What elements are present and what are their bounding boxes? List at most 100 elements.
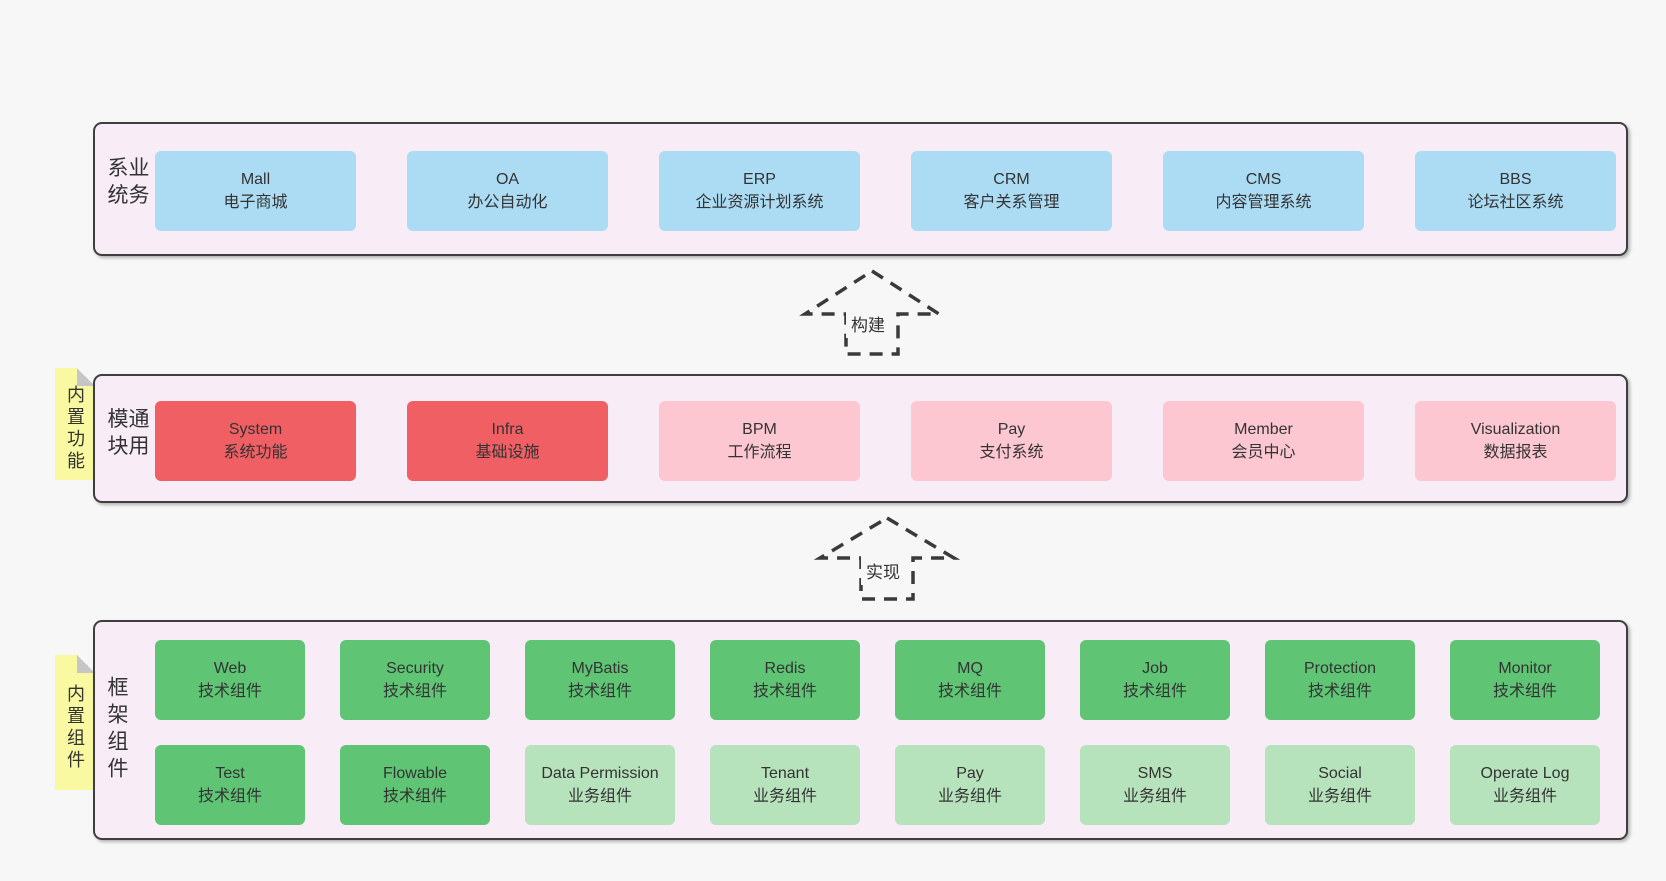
box-subtitle: 技术组件 xyxy=(197,788,262,805)
box-title: ERP xyxy=(743,171,776,188)
box-subtitle: 技术组件 xyxy=(1307,683,1372,700)
box-title: CRM xyxy=(993,171,1030,188)
diagram-box: Pay 业务组件 xyxy=(895,745,1045,825)
diagram-box: Infra 基础设施 xyxy=(407,401,608,481)
panel-label: 业务系统 xyxy=(105,156,149,211)
box-row: System 系统功能 Infra 基础设施 BPM 工作流程 Pay 支付系统… xyxy=(155,401,1616,481)
diagram-box: Pay 支付系统 xyxy=(911,401,1112,481)
box-title: Redis xyxy=(764,660,806,677)
build-arrow-icon xyxy=(799,268,945,356)
box-subtitle: 业务组件 xyxy=(1492,788,1557,805)
diagram-box: Security 技术组件 xyxy=(340,640,490,720)
box-subtitle: 系统功能 xyxy=(223,444,288,461)
box-subtitle: 技术组件 xyxy=(937,683,1002,700)
box-title: Social xyxy=(1318,765,1362,782)
diagram-box: Redis 技术组件 xyxy=(710,640,860,720)
box-title: Flowable xyxy=(382,765,448,782)
box-title: Data Permission xyxy=(541,765,659,782)
diagram-box: CRM 客户关系管理 xyxy=(911,151,1112,231)
box-subtitle: 基础设施 xyxy=(475,444,540,461)
diagram-box: MyBatis 技术组件 xyxy=(525,640,675,720)
box-subtitle: 论坛社区系统 xyxy=(1467,194,1564,211)
box-title: Member xyxy=(1234,421,1293,438)
diagram-box: Protection 技术组件 xyxy=(1265,640,1415,720)
box-row: Web 技术组件 Security 技术组件 MyBatis 技术组件 Redi… xyxy=(155,640,1600,720)
box-subtitle: 内容管理系统 xyxy=(1215,194,1312,211)
box-subtitle: 支付系统 xyxy=(979,444,1044,461)
diagram-box: SMS 业务组件 xyxy=(1080,745,1230,825)
implement-arrow-label: 实现 xyxy=(861,556,905,585)
box-subtitle: 电子商城 xyxy=(223,194,288,211)
business-systems-panel: 业务系统 Mall 电子商城 OA 办公自动化 ERP 企业资源计划系统 CRM… xyxy=(93,122,1628,256)
implement-arrow-icon xyxy=(813,515,961,601)
sticky-note-builtin-components: 内置组件 xyxy=(55,655,95,790)
diagram-box: ERP 企业资源计划系统 xyxy=(659,151,860,231)
box-row: Mall 电子商城 OA 办公自动化 ERP 企业资源计划系统 CRM 客户关系… xyxy=(155,151,1616,231)
box-row: Test 技术组件 Flowable 技术组件 Data Permission … xyxy=(155,745,1600,825)
sticky-note-builtin-features: 内置功能 xyxy=(55,368,95,480)
note-label: 内置组件 xyxy=(65,683,85,772)
box-title: Protection xyxy=(1303,660,1377,677)
box-title: CMS xyxy=(1245,171,1282,188)
box-subtitle: 数据报表 xyxy=(1483,444,1548,461)
box-title: Pay xyxy=(997,421,1026,438)
framework-components-panel: 框架组件 Web 技术组件 Security 技术组件 MyBatis 技术组件… xyxy=(93,620,1628,840)
box-title: BBS xyxy=(1499,171,1532,188)
diagram-box: Tenant 业务组件 xyxy=(710,745,860,825)
diagram-box: Flowable 技术组件 xyxy=(340,745,490,825)
folded-corner-icon xyxy=(77,655,95,673)
folded-corner-icon xyxy=(77,368,95,386)
diagram-box: Monitor 技术组件 xyxy=(1450,640,1600,720)
box-title: Pay xyxy=(956,765,984,782)
box-title: BPM xyxy=(742,421,777,438)
box-title: Test xyxy=(215,765,245,782)
box-title: SMS xyxy=(1137,765,1173,782)
build-arrow-label: 构建 xyxy=(846,309,890,338)
box-subtitle: 业务组件 xyxy=(752,788,817,805)
box-subtitle: 业务组件 xyxy=(1122,788,1187,805)
box-subtitle: 技术组件 xyxy=(1492,683,1557,700)
box-subtitle: 企业资源计划系统 xyxy=(695,194,824,211)
diagram-box: Operate Log 业务组件 xyxy=(1450,745,1600,825)
diagram-box: Social 业务组件 xyxy=(1265,745,1415,825)
panel-label: 通用模块 xyxy=(105,407,149,462)
diagram-box: Job 技术组件 xyxy=(1080,640,1230,720)
diagram-box: CMS 内容管理系统 xyxy=(1163,151,1364,231)
box-subtitle: 业务组件 xyxy=(1307,788,1372,805)
box-title: OA xyxy=(495,171,520,188)
box-title: MyBatis xyxy=(571,660,629,677)
diagram-box: MQ 技术组件 xyxy=(895,640,1045,720)
diagram-box: Visualization 数据报表 xyxy=(1415,401,1616,481)
box-title: Mall xyxy=(240,171,271,188)
diagram-box: Data Permission 业务组件 xyxy=(525,745,675,825)
diagram-box: Test 技术组件 xyxy=(155,745,305,825)
diagram-box: BBS 论坛社区系统 xyxy=(1415,151,1616,231)
box-subtitle: 技术组件 xyxy=(1122,683,1187,700)
box-subtitle: 工作流程 xyxy=(727,444,792,461)
box-title: Infra xyxy=(491,421,524,438)
panel-label: 框架组件 xyxy=(105,676,128,784)
diagram-box: Mall 电子商城 xyxy=(155,151,356,231)
diagram-box: Member 会员中心 xyxy=(1163,401,1364,481)
box-title: Security xyxy=(386,660,444,677)
box-title: Web xyxy=(213,660,247,677)
box-subtitle: 客户关系管理 xyxy=(963,194,1060,211)
diagram-box: System 系统功能 xyxy=(155,401,356,481)
box-title: Operate Log xyxy=(1480,765,1570,782)
box-subtitle: 业务组件 xyxy=(937,788,1002,805)
box-subtitle: 办公自动化 xyxy=(467,194,548,211)
box-title: Job xyxy=(1142,660,1168,677)
box-title: Monitor xyxy=(1498,660,1552,677)
diagram-box: Web 技术组件 xyxy=(155,640,305,720)
box-subtitle: 技术组件 xyxy=(567,683,632,700)
box-subtitle: 技术组件 xyxy=(382,788,447,805)
box-title: Visualization xyxy=(1470,421,1561,438)
note-label: 内置功能 xyxy=(65,385,85,473)
box-subtitle: 会员中心 xyxy=(1231,444,1296,461)
box-title: System xyxy=(228,421,283,438)
box-subtitle: 技术组件 xyxy=(752,683,817,700)
box-subtitle: 技术组件 xyxy=(382,683,447,700)
box-subtitle: 业务组件 xyxy=(567,788,632,805)
diagram-box: OA 办公自动化 xyxy=(407,151,608,231)
